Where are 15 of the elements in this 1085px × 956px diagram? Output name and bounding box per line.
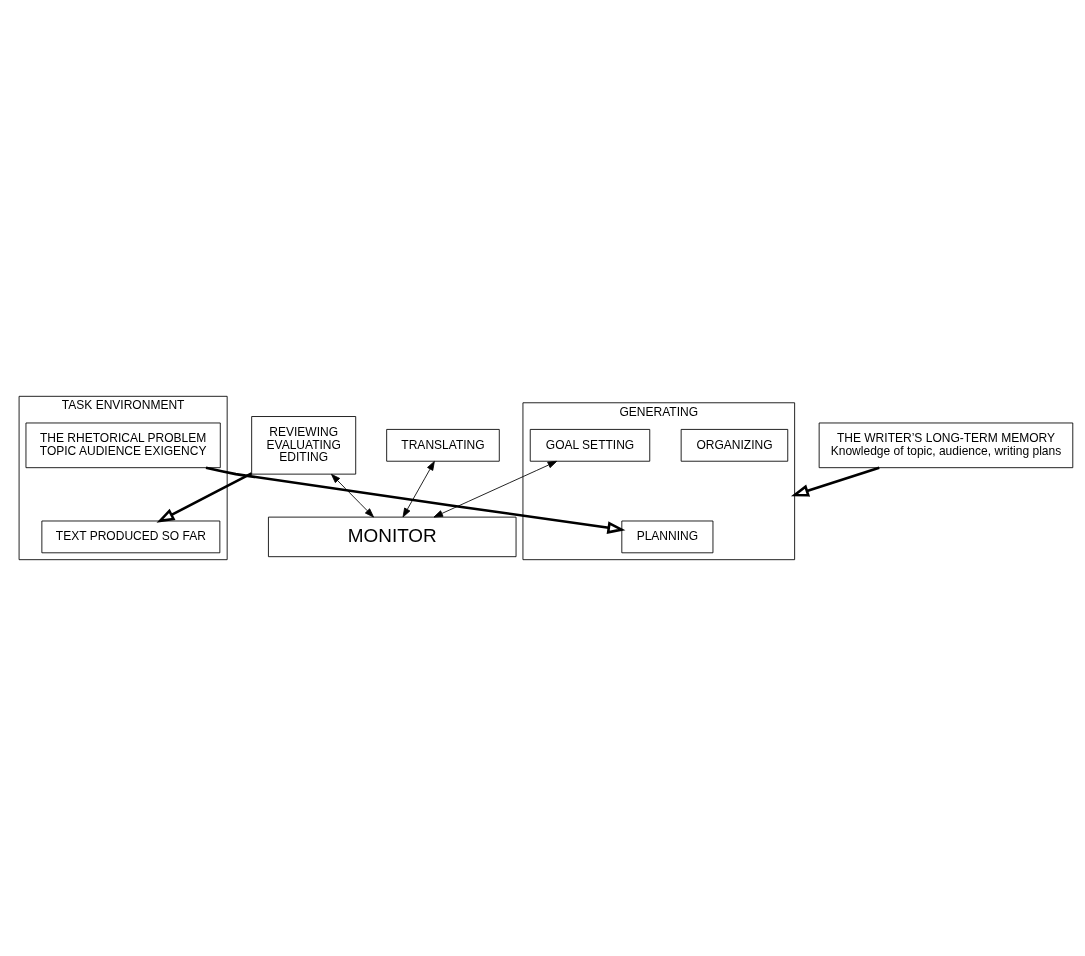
node-box: PLANNING (621, 520, 714, 554)
node-box: THE RHETORICAL PROBLEM TOPIC AUDIENCE EXIGENCY (25, 422, 221, 469)
node-box: TEXT PRODUCED SO FAR (41, 520, 221, 554)
node-box: MONITOR (268, 516, 517, 558)
arrow (205, 466, 626, 534)
arrow (402, 461, 435, 518)
node-box: THE WRITER’S LONG-TERM MEMORY Knowledge of topic, audience, writing plans (818, 422, 1074, 469)
arrow (156, 472, 253, 523)
arrow (331, 473, 374, 518)
node-box: TRANSLATING (386, 429, 500, 462)
arrow (790, 466, 880, 497)
node-box: GOAL SETTING (529, 429, 651, 462)
arrow (433, 460, 558, 518)
node-box: REVIEWING EVALUATING EDITING (251, 416, 357, 475)
node-box: ORGANIZING (680, 429, 789, 462)
